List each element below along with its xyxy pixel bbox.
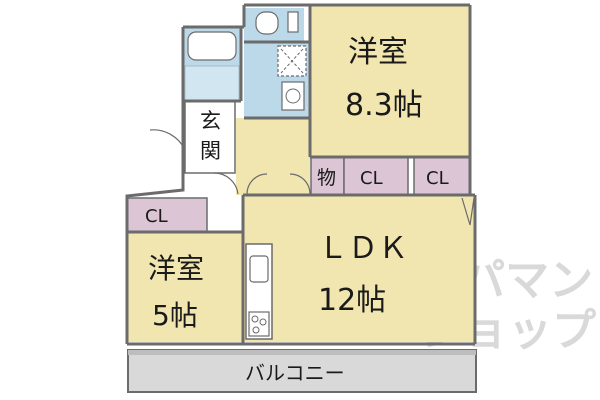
washbasin-icon <box>281 81 305 111</box>
western-room-small-name: 洋室 <box>148 252 204 285</box>
washing-machine-icon <box>277 45 307 77</box>
western-room-small-size: 5帖 <box>152 299 198 332</box>
closet-top-right-label: CL <box>426 168 449 189</box>
hallway <box>236 118 310 195</box>
kitchen-sink-icon <box>249 255 269 283</box>
bathroom-floor-tiles <box>184 65 240 101</box>
entrance <box>184 100 236 174</box>
stove-icon <box>248 311 270 337</box>
western-room-large-name: 洋室 <box>348 35 408 70</box>
closet-small-room-label: CL <box>145 206 168 227</box>
closet-top-mid-label: CL <box>360 168 383 189</box>
western-room-large-size: 8.3帖 <box>345 88 423 123</box>
door-swings <box>149 129 475 226</box>
western-room-small <box>127 232 243 342</box>
balcony-rail <box>128 350 476 355</box>
storage-label: 物 <box>317 167 336 189</box>
balcony <box>127 349 477 393</box>
entrance-label-1: 玄 <box>200 109 221 133</box>
ldk-name: ＬＤＫ <box>318 231 408 266</box>
ldk-room <box>243 195 475 342</box>
ldk-size: 12帖 <box>318 283 386 318</box>
toilet-icon <box>255 11 299 35</box>
western-room-large <box>310 5 470 157</box>
balcony-label: バルコニー <box>245 361 345 385</box>
closet-top-mid <box>343 156 409 196</box>
bathtub-icon <box>187 31 237 61</box>
walls <box>125 3 477 346</box>
entrance-label-2: 関 <box>200 139 221 163</box>
